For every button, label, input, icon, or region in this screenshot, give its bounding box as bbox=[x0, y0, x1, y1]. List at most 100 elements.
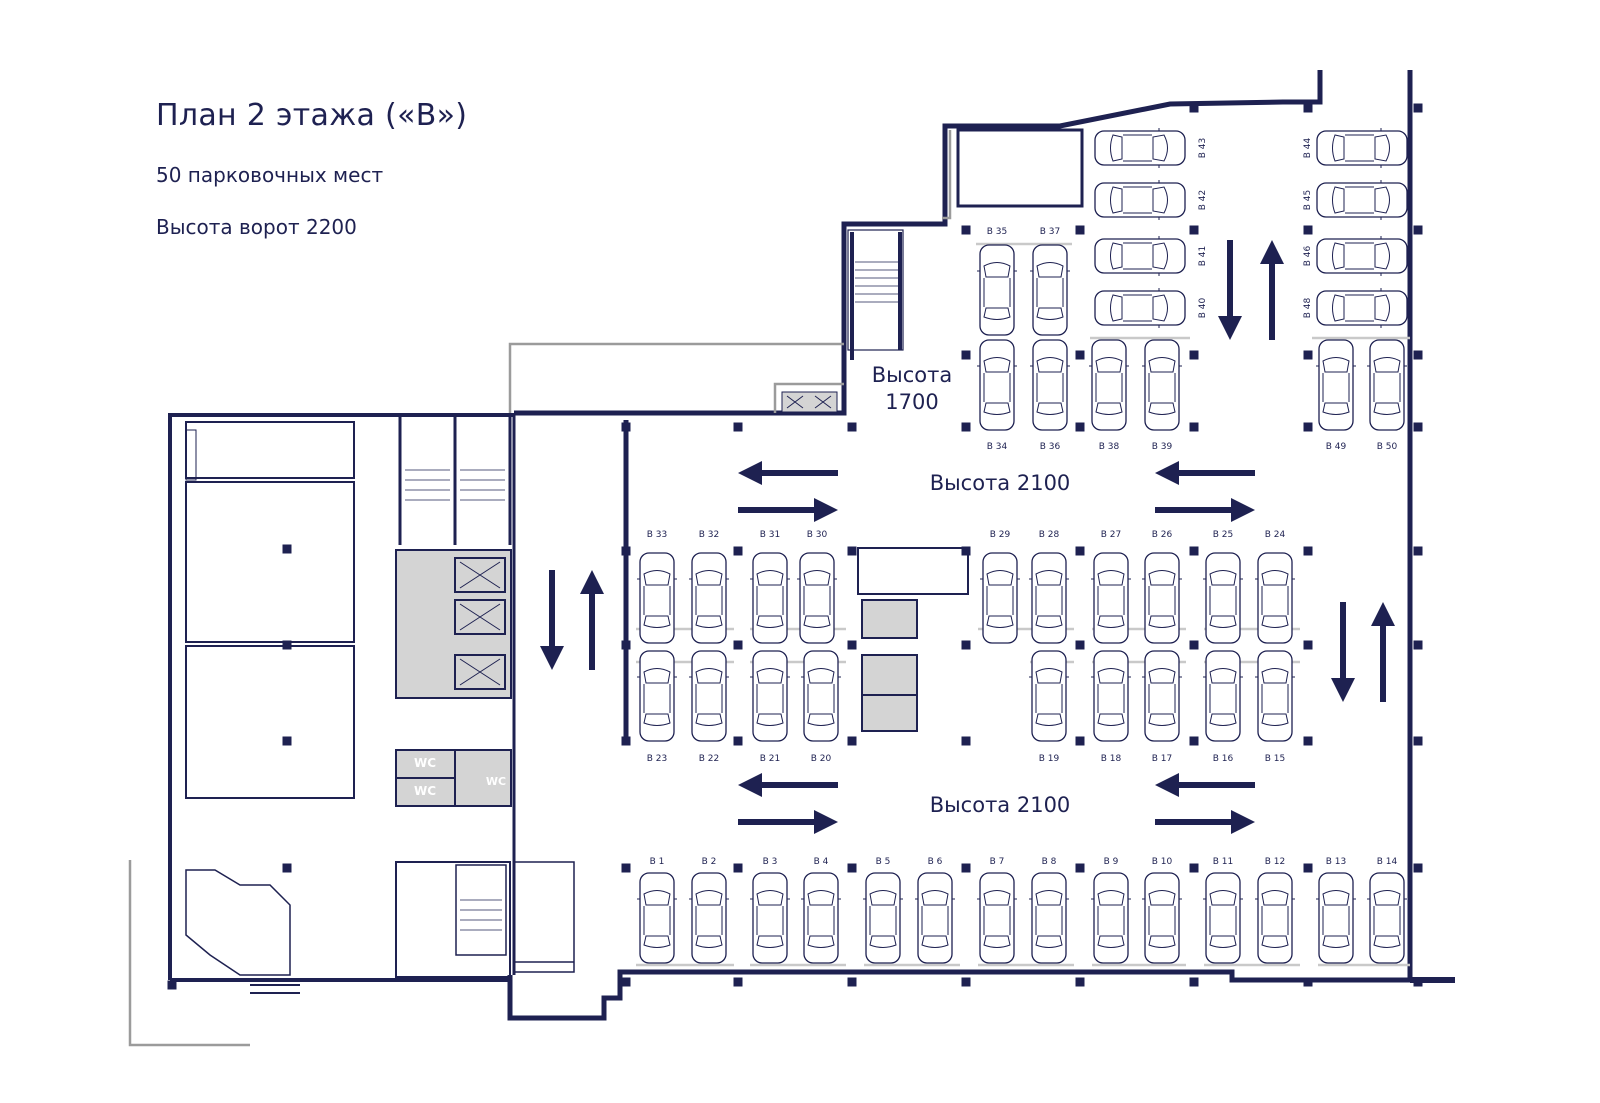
spot-label: B 37 bbox=[1040, 227, 1061, 237]
column bbox=[1303, 546, 1313, 556]
spot-label: B 8 bbox=[1042, 857, 1057, 867]
column bbox=[733, 736, 743, 746]
parked-car bbox=[636, 872, 678, 964]
arrow-left-icon bbox=[738, 773, 838, 797]
parked-car bbox=[1202, 650, 1244, 742]
parked-car bbox=[688, 872, 730, 964]
column bbox=[1075, 863, 1085, 873]
column bbox=[1413, 640, 1423, 650]
spot-label: B 25 bbox=[1213, 530, 1234, 540]
parked-car bbox=[1317, 128, 1407, 168]
parked-car bbox=[1254, 650, 1296, 742]
column bbox=[847, 546, 857, 556]
column bbox=[847, 977, 857, 987]
parked-car bbox=[1090, 552, 1132, 644]
arrow-up-icon bbox=[580, 570, 604, 670]
arrow-left-icon bbox=[1155, 773, 1255, 797]
column bbox=[1189, 350, 1199, 360]
spot-label: B 13 bbox=[1326, 857, 1347, 867]
column bbox=[733, 546, 743, 556]
spot-label: B 44 bbox=[1303, 137, 1313, 158]
column bbox=[1189, 546, 1199, 556]
parked-car bbox=[1028, 650, 1070, 742]
spot-label: B 43 bbox=[1198, 138, 1208, 159]
spot-label: B 20 bbox=[811, 754, 832, 764]
staircase-top bbox=[781, 229, 904, 413]
wc-label: WC bbox=[414, 784, 436, 798]
spot-label: B 36 bbox=[1040, 442, 1061, 452]
spot-label: B 1 bbox=[650, 857, 665, 867]
column bbox=[282, 736, 292, 746]
arrow-right-icon bbox=[738, 498, 838, 522]
parked-car bbox=[979, 552, 1021, 644]
column bbox=[733, 863, 743, 873]
parked-car bbox=[1029, 339, 1071, 431]
parked-car bbox=[1317, 180, 1407, 220]
ramp-height-line1: Высота bbox=[872, 363, 952, 387]
column bbox=[282, 640, 292, 650]
column bbox=[847, 736, 857, 746]
column bbox=[961, 422, 971, 432]
spot-label: B 30 bbox=[807, 530, 828, 540]
column bbox=[1413, 350, 1423, 360]
spot-label: B 15 bbox=[1265, 754, 1286, 764]
parked-car bbox=[1202, 872, 1244, 964]
parked-car bbox=[1317, 236, 1407, 276]
column bbox=[961, 977, 971, 987]
column bbox=[1413, 225, 1423, 235]
spot-label: B 45 bbox=[1303, 190, 1313, 211]
parked-car bbox=[1254, 872, 1296, 964]
parked-car bbox=[688, 552, 730, 644]
column bbox=[1303, 225, 1313, 235]
upper-room bbox=[956, 128, 1084, 208]
column bbox=[961, 350, 971, 360]
spot-label: B 23 bbox=[647, 754, 668, 764]
parked-car bbox=[1315, 872, 1357, 964]
column bbox=[1075, 640, 1085, 650]
column bbox=[621, 422, 631, 432]
spot-label: B 6 bbox=[928, 857, 943, 867]
column bbox=[1303, 863, 1313, 873]
arrow-left-icon bbox=[738, 461, 838, 485]
column bbox=[1189, 863, 1199, 873]
spot-label: B 50 bbox=[1377, 442, 1398, 452]
column bbox=[1075, 422, 1085, 432]
parked-car bbox=[1090, 872, 1132, 964]
parked-car bbox=[1028, 552, 1070, 644]
spot-label: B 19 bbox=[1039, 754, 1060, 764]
parked-car bbox=[749, 650, 791, 742]
arrow-up-icon bbox=[1260, 240, 1284, 340]
column bbox=[1303, 977, 1313, 987]
spot-label: B 34 bbox=[987, 442, 1008, 452]
parked-car bbox=[1141, 872, 1183, 964]
column bbox=[961, 225, 971, 235]
column bbox=[1189, 422, 1199, 432]
left-building bbox=[168, 413, 575, 994]
arrow-right-icon bbox=[1155, 810, 1255, 834]
traffic-arrows bbox=[540, 240, 1395, 834]
parked-car bbox=[1317, 288, 1407, 328]
column bbox=[961, 736, 971, 746]
column bbox=[167, 980, 177, 990]
parked-car bbox=[1254, 552, 1296, 644]
spot-label: B 18 bbox=[1101, 754, 1122, 764]
spot-label: B 10 bbox=[1152, 857, 1173, 867]
column bbox=[1189, 977, 1199, 987]
spot-label: B 41 bbox=[1198, 246, 1208, 267]
parked-car bbox=[1095, 288, 1185, 328]
column bbox=[1413, 736, 1423, 746]
ramp-height-line2: 1700 bbox=[885, 390, 938, 414]
column bbox=[1303, 350, 1313, 360]
column bbox=[847, 640, 857, 650]
parked-car bbox=[1028, 872, 1070, 964]
column bbox=[1189, 225, 1199, 235]
column bbox=[733, 977, 743, 987]
parked-car bbox=[636, 552, 678, 644]
parked-car bbox=[1029, 244, 1071, 336]
wc-label: WC bbox=[486, 775, 506, 788]
spot-label: B 42 bbox=[1198, 190, 1208, 211]
spot-label: B 49 bbox=[1326, 442, 1347, 452]
parked-car bbox=[1366, 872, 1408, 964]
column bbox=[961, 546, 971, 556]
